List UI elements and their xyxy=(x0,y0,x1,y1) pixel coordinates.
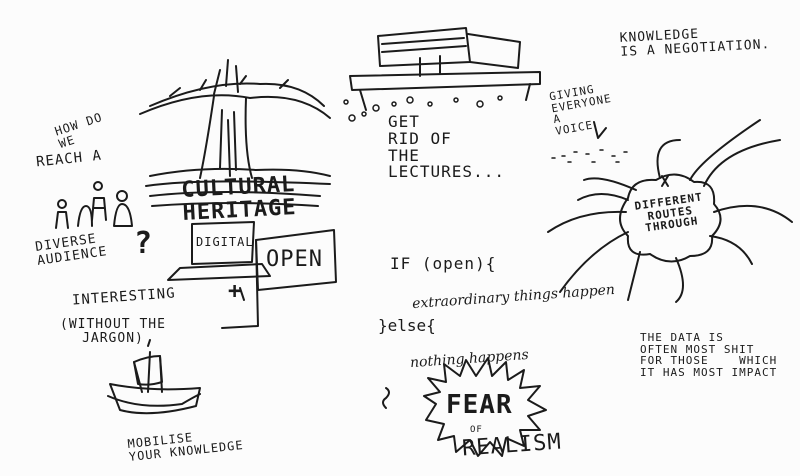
note-without-the-jargon: (WITHOUT THE JARGON) xyxy=(60,317,166,346)
note-open: OPEN xyxy=(266,247,323,272)
note-question-mark: ? xyxy=(134,226,153,261)
people-icon xyxy=(55,181,133,229)
cloud-icon xyxy=(547,119,793,303)
books-icon xyxy=(349,27,541,111)
pebbles xyxy=(343,95,503,122)
brace-squiggle xyxy=(382,387,390,409)
laptop-icon xyxy=(167,221,271,281)
ship-icon xyxy=(107,339,201,415)
crowd-dots xyxy=(551,149,628,163)
note-get-rid-of-the-lectures: GET RID OF THE LECTURES... xyxy=(388,112,505,182)
note-digital: DIGITAL xyxy=(196,235,254,249)
note-plus: + xyxy=(228,279,242,304)
tree-icon xyxy=(139,59,331,207)
burst-icon xyxy=(423,357,547,457)
note-cultural-heritage: CULTURAL HERITAGE xyxy=(180,172,298,227)
note-of: OF xyxy=(470,425,483,435)
note-the-data: THE DATA IS OFTEN MOST SHIT FOR THOSE WH… xyxy=(640,331,778,379)
note-else: }else{ xyxy=(378,316,436,335)
arrow-icon xyxy=(593,121,607,139)
flag-icon xyxy=(221,229,337,329)
note-if-open: IF (open){ xyxy=(390,254,497,273)
note-fear: FEAR xyxy=(446,390,513,420)
